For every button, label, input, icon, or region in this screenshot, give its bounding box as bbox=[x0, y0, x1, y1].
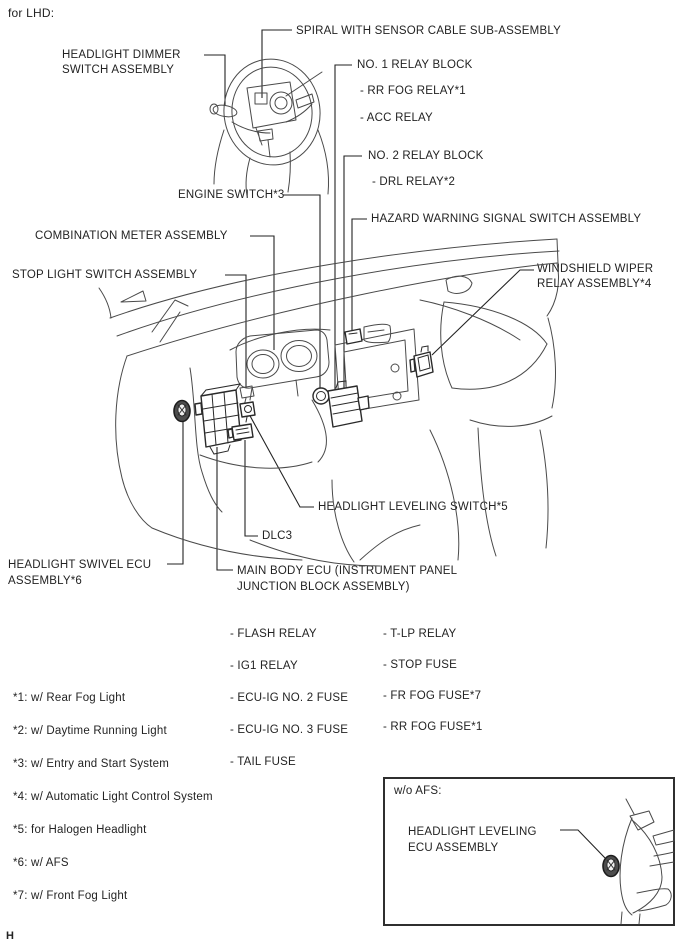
footnote: *5: for Halogen Headlight bbox=[13, 824, 147, 836]
callout-stop-light-switch: STOP LIGHT SWITCH ASSEMBLY bbox=[12, 269, 198, 281]
component-parts bbox=[173, 328, 434, 455]
list-item: - IG1 RELAY bbox=[230, 660, 298, 672]
footnote: *3: w/ Entry and Start System bbox=[13, 758, 169, 770]
callout-windshield-wiper-relay: WINDSHIELD WIPER RELAY ASSEMBLY*4 bbox=[537, 263, 654, 290]
callout-headlight-leveling-ecu: HEADLIGHT LEVELING ECU ASSEMBLY bbox=[408, 826, 537, 854]
callout-headlight-swivel-ecu: HEADLIGHT SWIVEL ECU ASSEMBLY*6 bbox=[8, 559, 152, 587]
list-item: - TAIL FUSE bbox=[230, 756, 296, 768]
footnote: *2: w/ Daytime Running Light bbox=[13, 725, 167, 737]
main-body-ecu-part bbox=[194, 383, 242, 455]
callout-hazard-switch: HAZARD WARNING SIGNAL SWITCH ASSEMBLY bbox=[371, 213, 642, 225]
list-item: - FLASH RELAY bbox=[230, 628, 317, 640]
engine-switch-part bbox=[312, 387, 330, 405]
footnote: *4: w/ Automatic Light Control System bbox=[13, 791, 213, 803]
callout-headlight-dimmer-switch: HEADLIGHT DIMMER SWITCH ASSEMBLY bbox=[62, 49, 181, 76]
callout-engine-switch: ENGINE SWITCH*3 bbox=[178, 189, 285, 201]
callout-drl-relay: - DRL RELAY*2 bbox=[372, 176, 456, 188]
callout-acc-relay: - ACC RELAY bbox=[360, 112, 433, 124]
callout-rr-fog-relay: - RR FOG RELAY*1 bbox=[360, 85, 466, 97]
footnote: *6: w/ AFS bbox=[13, 857, 69, 869]
dashboard-art bbox=[98, 238, 560, 567]
list-item: - FR FOG FUSE*7 bbox=[383, 690, 482, 702]
footnote: *7: w/ Front Fog Light bbox=[13, 890, 128, 902]
hazard-switch-part bbox=[344, 328, 363, 345]
callout-no2-relay-block: NO. 2 RELAY BLOCK bbox=[368, 150, 484, 162]
list-item: - STOP FUSE bbox=[383, 659, 457, 671]
callout-headlight-leveling-switch: HEADLIGHT LEVELING SWITCH*5 bbox=[318, 501, 508, 513]
list-item: - ECU-IG NO. 2 FUSE bbox=[230, 692, 349, 704]
footnote: *1: w/ Rear Fog Light bbox=[13, 692, 126, 704]
wo-afs-inset-box: w/o AFS: HEADLIGHT LEVELING ECU ASSEMBLY bbox=[383, 777, 675, 926]
variant-header: for LHD: bbox=[8, 6, 55, 20]
callout-combination-meter: COMBINATION METER ASSEMBLY bbox=[35, 230, 228, 242]
list-item: - RR FOG FUSE*1 bbox=[383, 721, 483, 733]
callout-dlc3: DLC3 bbox=[262, 530, 293, 542]
callout-main-body-ecu: MAIN BODY ECU (INSTRUMENT PANEL JUNCTION… bbox=[237, 565, 458, 593]
callout-spiral-cable: SPIRAL WITH SENSOR CABLE SUB-ASSEMBLY bbox=[296, 25, 561, 37]
footnotes-list: *1: w/ Rear Fog Light *2: w/ Daytime Run… bbox=[13, 692, 213, 902]
list-item: - ECU-IG NO. 3 FUSE bbox=[230, 724, 349, 736]
steering-wheel-art bbox=[209, 58, 329, 197]
list-item: - T-LP RELAY bbox=[383, 628, 457, 640]
callout-no1-relay-block: NO. 1 RELAY BLOCK bbox=[357, 59, 473, 71]
leveling-switch-part bbox=[239, 401, 256, 423]
relay-fuse-list-col2: - T-LP RELAY - STOP FUSE - FR FOG FUSE*7… bbox=[383, 628, 483, 733]
swivel-ecu-part bbox=[173, 399, 191, 423]
dlc3-part bbox=[227, 423, 254, 441]
relay-fuse-list-col1: - FLASH RELAY - IG1 RELAY - ECU-IG NO. 2… bbox=[230, 628, 349, 768]
wiper-relay-part bbox=[409, 345, 434, 378]
wo-afs-title: w/o AFS: bbox=[394, 785, 442, 797]
relay-block-part bbox=[327, 380, 370, 428]
page-footer-mark: H bbox=[6, 930, 14, 942]
